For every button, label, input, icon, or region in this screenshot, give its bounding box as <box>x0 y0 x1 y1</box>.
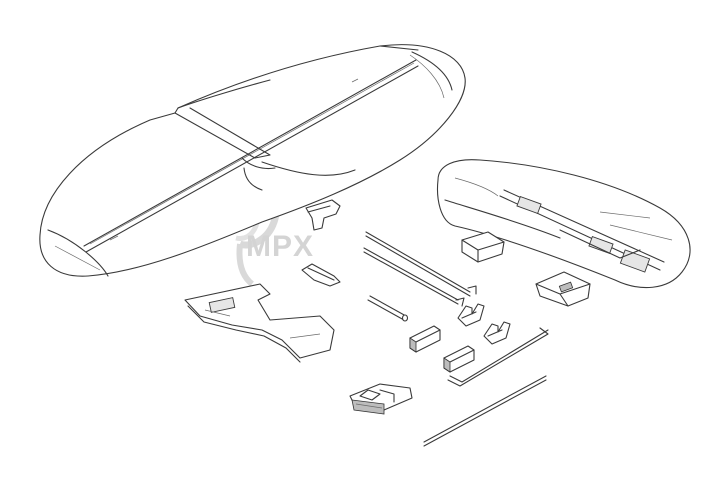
fin-mount-block <box>461 231 505 263</box>
control-horn-rudder <box>301 263 341 287</box>
tail-mount-plate <box>184 283 335 363</box>
hinge-clips <box>457 303 511 345</box>
control-horn-elevator <box>305 199 341 231</box>
watermark-text: MPX <box>246 230 314 263</box>
steel-wire-bent <box>447 327 549 387</box>
fin-hatch-block <box>535 271 591 307</box>
vertical-fin <box>436 159 691 289</box>
hatch-latch <box>349 383 413 415</box>
carbon-rod <box>367 295 409 322</box>
horizontal-stabilizer <box>39 44 466 277</box>
servo-clips <box>409 325 475 373</box>
pushrods <box>363 231 477 307</box>
steel-wire-straight <box>423 375 547 447</box>
